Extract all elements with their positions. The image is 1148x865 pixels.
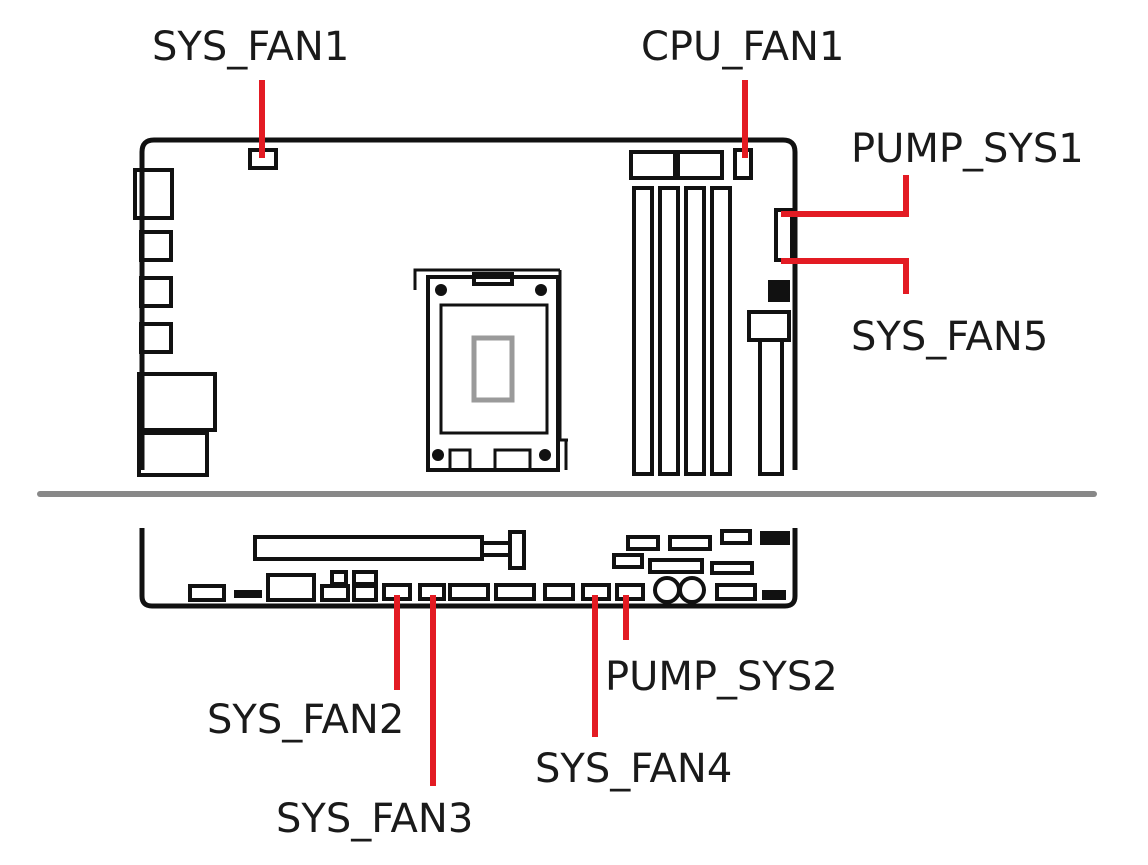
motherboard-top-section: [133, 137, 798, 477]
bottom-edge-headers: [188, 570, 786, 604]
motherboard-bottom-section: [139, 528, 798, 609]
label-cpu-fan1: CPU_FAN1: [641, 24, 844, 70]
label-sys-fan1: SYS_FAN1: [152, 24, 349, 70]
cpu-socket: [413, 268, 568, 472]
label-sys-fan4: SYS_FAN4: [535, 746, 732, 792]
pcie-slot: [253, 530, 526, 570]
label-sys-fan5: SYS_FAN5: [851, 314, 1048, 360]
right-edge-components: [733, 148, 794, 476]
label-sys-fan3: SYS_FAN3: [276, 796, 473, 842]
dimm-slots: [629, 150, 732, 476]
label-pump-sys2: PUMP_SYS2: [605, 654, 838, 700]
leader-lines: [259, 80, 909, 786]
label-pump-sys1: PUMP_SYS1: [851, 126, 1084, 172]
label-sys-fan2: SYS_FAN2: [207, 697, 404, 743]
chipset-area: [612, 529, 790, 575]
rear-io-ports: [133, 168, 217, 477]
sys-fan5-leader: [781, 258, 909, 294]
header-labels: SYS_FAN1 CPU_FAN1 PUMP_SYS1 SYS_FAN5 PUM…: [152, 24, 1084, 842]
pump-sys1-leader: [781, 175, 909, 217]
